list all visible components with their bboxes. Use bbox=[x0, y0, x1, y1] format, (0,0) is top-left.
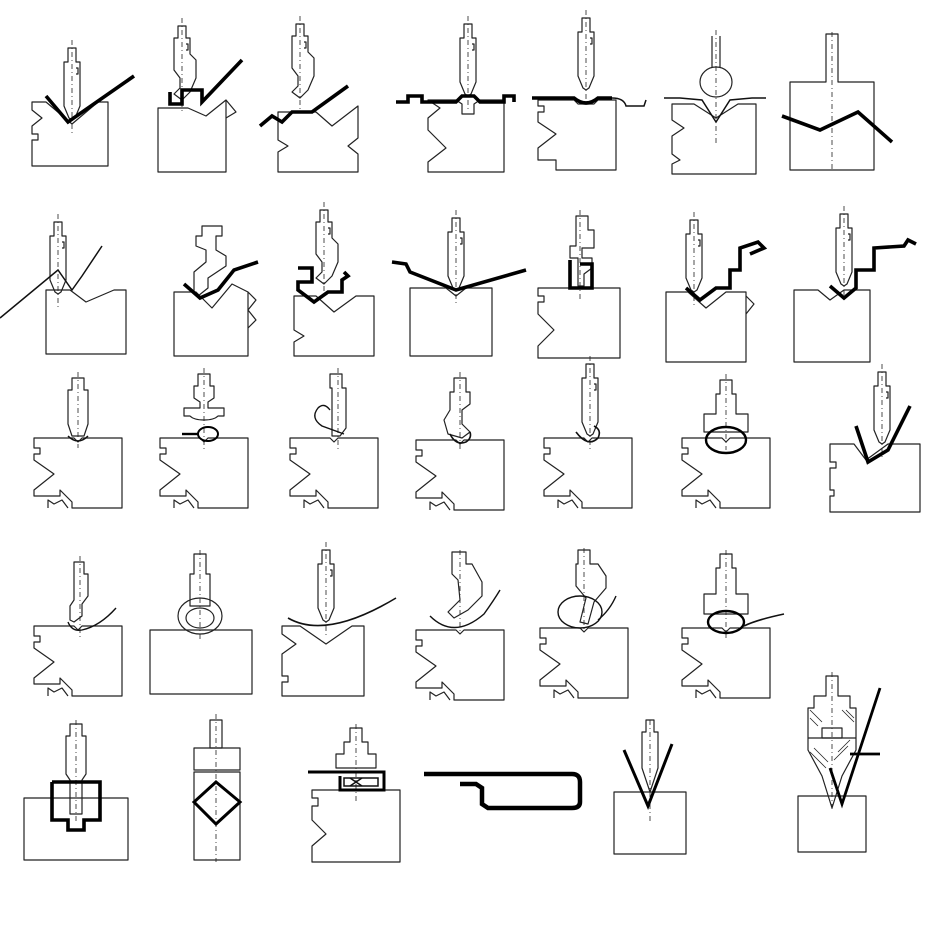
cell-hat-channel bbox=[396, 15, 516, 173]
cell-radius-arc-bend bbox=[281, 541, 397, 697]
cell-u-channel bbox=[829, 363, 921, 513]
cell-hinge-curl bbox=[159, 368, 249, 509]
cell-round-tube-punch bbox=[664, 30, 766, 175]
cell-large-angle-bend bbox=[0, 213, 127, 355]
cell-box-channel bbox=[537, 210, 621, 359]
cell-gooseneck-roll bbox=[33, 556, 123, 697]
cell-hem-profile bbox=[424, 771, 583, 811]
cell-shallow-v bbox=[391, 209, 527, 357]
cell-seaming-die bbox=[308, 724, 401, 863]
cell-radius-bottom bbox=[33, 372, 123, 509]
cell-gooseneck-return bbox=[293, 201, 375, 357]
cell-curl-form bbox=[532, 9, 647, 171]
cell-open-hook bbox=[289, 368, 379, 509]
cell-tight-curl bbox=[543, 355, 633, 509]
cell-large-radius-arc bbox=[415, 550, 505, 701]
cell-step-z-form bbox=[665, 211, 768, 363]
cell-angled-bend bbox=[781, 32, 894, 171]
cell-acute-v-bend bbox=[613, 719, 687, 855]
cell-hydraulic-hemming bbox=[797, 672, 882, 853]
cell-gooseneck-z bbox=[173, 225, 259, 357]
cell-v-bend bbox=[31, 39, 136, 167]
cell-multi-step-form bbox=[793, 205, 917, 363]
cell-full-circle-roll bbox=[149, 550, 253, 695]
cell-oval-form bbox=[539, 548, 629, 699]
cell-tube-forming bbox=[681, 374, 771, 509]
cell-tube-flange bbox=[681, 550, 785, 699]
cell-gooseneck-curl bbox=[415, 372, 505, 511]
cell-offset-z-bend bbox=[157, 17, 244, 173]
cell-diamond-bead bbox=[191, 714, 243, 862]
cell-hem-prebend bbox=[258, 15, 359, 173]
cell-top-hat-die bbox=[23, 720, 129, 861]
